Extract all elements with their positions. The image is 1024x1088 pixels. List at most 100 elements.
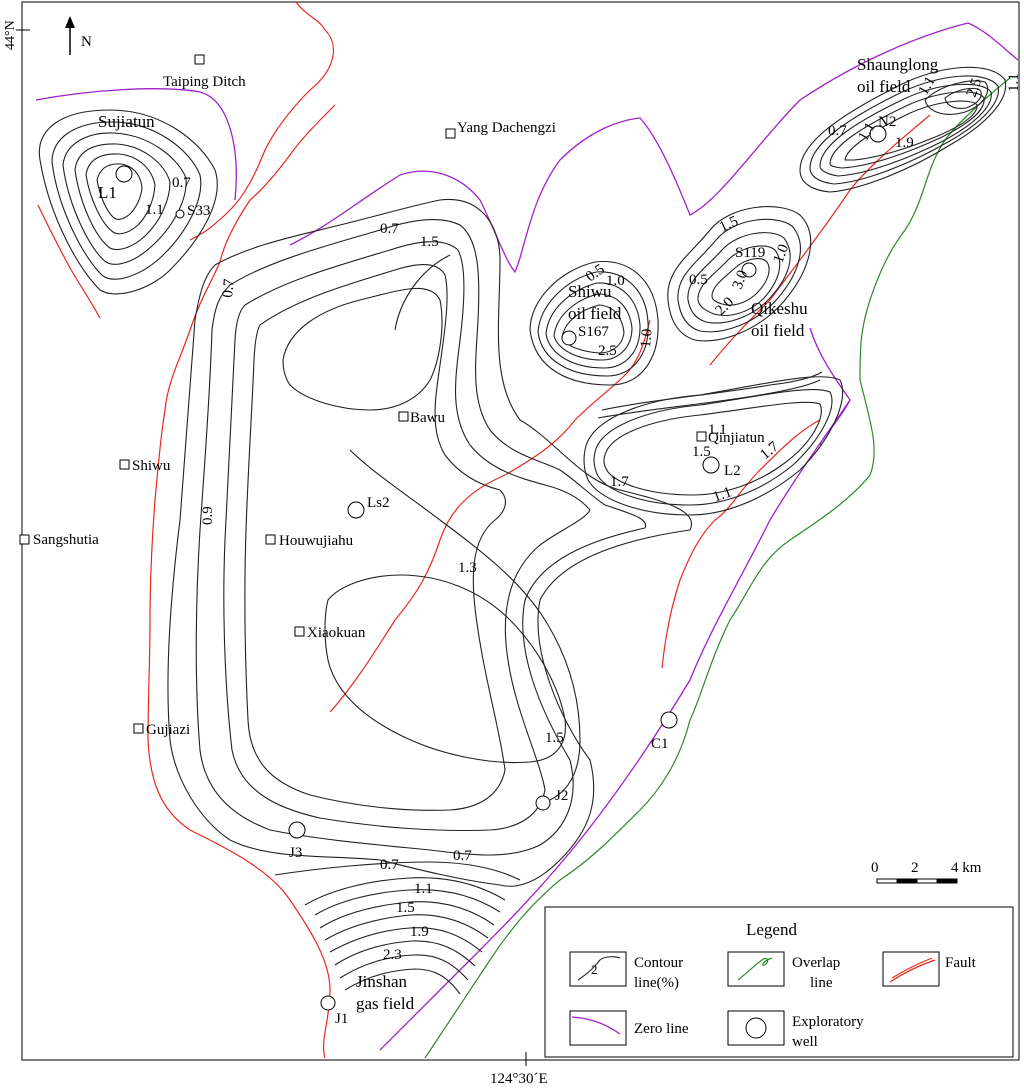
contours-qikeshu bbox=[667, 206, 812, 342]
well-labels: L1 S33 S119 S167 Ls2 L2 J2 J3 J1 C1 N2 bbox=[98, 114, 896, 1027]
contours-qinjiatun bbox=[583, 371, 844, 516]
town-yang bbox=[445, 128, 456, 139]
label-jinshan-2: gas field bbox=[356, 994, 415, 1013]
label-shiwu-town: Shiwu bbox=[132, 458, 171, 474]
label-well-c1: C1 bbox=[651, 736, 669, 752]
legend-contour-2: line(%) bbox=[634, 975, 679, 991]
well-s167 bbox=[561, 330, 577, 346]
legend-overlap-swatch bbox=[727, 951, 785, 987]
legend-well-1: Exploratory bbox=[792, 1014, 864, 1030]
towns bbox=[19, 54, 707, 734]
contours-shiwu bbox=[529, 260, 659, 386]
town-gujiazi bbox=[133, 723, 144, 734]
label-well-j3: J3 bbox=[289, 845, 302, 861]
north-arrow: N bbox=[65, 16, 92, 55]
label-well-ls2: Ls2 bbox=[367, 495, 390, 511]
label-jinshan-1: Jinshan bbox=[356, 972, 408, 991]
contour-label: 1.5 bbox=[692, 444, 711, 460]
contour-label: 2.3 bbox=[383, 947, 402, 963]
contour-label: 1.3 bbox=[458, 560, 477, 576]
overlap-line bbox=[424, 77, 1011, 1059]
legend-contour-swatch bbox=[569, 951, 627, 987]
contour-label: 1.9 bbox=[410, 924, 429, 940]
label-shaunglong-2: oil field bbox=[857, 77, 911, 96]
scale-tick-4: 4 km bbox=[951, 860, 982, 876]
contours-main bbox=[167, 198, 693, 887]
contour-label: 1.5 bbox=[396, 900, 415, 916]
contour-label: 1.1 bbox=[145, 202, 164, 218]
contour-label: 1.9 bbox=[895, 135, 914, 151]
town-houwujiahu bbox=[265, 534, 276, 545]
label-shaunglong-1: Shaunglong bbox=[857, 55, 939, 74]
label-qikeshu-1: Qikeshu bbox=[751, 299, 808, 318]
exploratory-wells bbox=[115, 125, 887, 1011]
contour-label: 1.7 bbox=[610, 474, 629, 490]
label-well-l2: L2 bbox=[724, 463, 741, 479]
legend-well-2: well bbox=[792, 1034, 818, 1050]
contour-label: 1.5 bbox=[717, 213, 741, 235]
north-label: N bbox=[81, 34, 92, 50]
well-c1 bbox=[660, 711, 678, 729]
label-well-j2: J2 bbox=[555, 788, 568, 804]
well-j2 bbox=[535, 795, 551, 811]
field-labels: Shaunglong oil field Shiwu oil field Qik… bbox=[356, 55, 939, 1013]
well-s33 bbox=[175, 209, 185, 219]
contour-label: 0.7 bbox=[380, 221, 399, 237]
label-well-s33: S33 bbox=[187, 203, 210, 219]
well-n2 bbox=[869, 125, 887, 143]
well-j3 bbox=[288, 821, 306, 839]
scale-tick-2: 2 bbox=[911, 860, 919, 876]
contours-jinshan bbox=[274, 861, 521, 995]
label-well-j1: J1 bbox=[335, 1011, 348, 1027]
contour-label: 1.0 bbox=[606, 273, 625, 289]
legend-fault: Fault bbox=[945, 955, 977, 971]
label-houwujiahu: Houwujiahu bbox=[279, 533, 354, 549]
zero-lines bbox=[35, 22, 1019, 1051]
label-well-s119: S119 bbox=[735, 245, 765, 261]
lat-label: 44°N bbox=[3, 20, 18, 50]
contour-label: 1.0 bbox=[771, 242, 792, 265]
well-ls2 bbox=[347, 501, 365, 519]
label-shiwu-1: Shiwu bbox=[568, 282, 612, 301]
label-qikeshu-2: oil field bbox=[751, 321, 805, 340]
contour-label: 0.7 bbox=[172, 175, 191, 191]
contours-sujiatun bbox=[38, 109, 218, 295]
well-l2 bbox=[702, 456, 720, 474]
contour-label: 1.0 bbox=[638, 328, 656, 348]
label-yang: Yang Dachengzi bbox=[457, 120, 556, 136]
town-bawu bbox=[398, 411, 409, 422]
contour-label: 2.5 bbox=[598, 343, 617, 359]
contour-label: 0.5 bbox=[689, 272, 708, 288]
town-qinjiatun bbox=[696, 431, 707, 442]
legend-title: Legend bbox=[746, 920, 797, 939]
legend-overlap-2: line bbox=[810, 975, 833, 991]
contour-label: 1.1 bbox=[711, 484, 734, 505]
contour-label: 0.7 bbox=[453, 848, 472, 864]
scale-bar: 0 2 4 km bbox=[871, 860, 982, 884]
label-shiwu-2: oil field bbox=[568, 304, 622, 323]
legend-overlap-1: Overlap bbox=[792, 955, 840, 971]
legend-contour-1: Contour bbox=[634, 955, 683, 971]
label-well-n2: N2 bbox=[878, 114, 896, 130]
contour-label: 1.1 bbox=[1006, 73, 1022, 92]
scale-tick-0: 0 bbox=[871, 860, 879, 876]
label-taiping: Taiping Ditch bbox=[163, 74, 246, 90]
legend: Legend 2 Contour line(%) Overlap line Fa… bbox=[544, 906, 1014, 1058]
contour-label: 2.5 bbox=[964, 76, 985, 99]
place-labels: Taiping Ditch Sujiatun Yang Dachengzi Sh… bbox=[33, 74, 765, 738]
well-l1 bbox=[115, 165, 133, 183]
label-bawu: Bawu bbox=[410, 410, 445, 426]
town-xiaokuan bbox=[294, 626, 305, 637]
contour-label: 1.1 bbox=[708, 422, 727, 438]
contour-label: 0.7 bbox=[828, 123, 847, 139]
legend-well-icon bbox=[745, 1017, 767, 1039]
contours-shaunglong bbox=[799, 66, 1007, 193]
label-well-s167: S167 bbox=[578, 324, 609, 340]
map-frame bbox=[21, 1, 1020, 1061]
contour-label: 1.1 bbox=[414, 881, 433, 897]
label-sujiatun: Sujiatun bbox=[98, 112, 155, 131]
legend-contour-glyph: 2 bbox=[591, 962, 598, 977]
contour-label: 3.0 bbox=[730, 268, 751, 291]
contour-label: 0.7 bbox=[380, 857, 399, 873]
